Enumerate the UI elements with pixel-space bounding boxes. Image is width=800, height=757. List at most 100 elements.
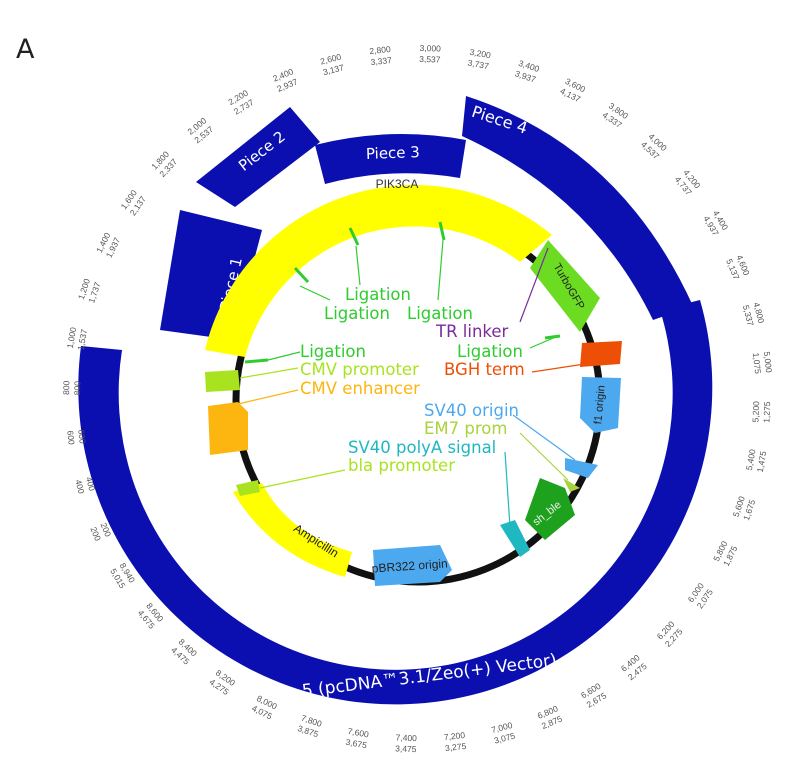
tick-label-primary: 2,800 xyxy=(369,44,391,56)
label-ligation-a: Ligation xyxy=(345,285,411,304)
tick-label-primary: 7,400 xyxy=(395,732,417,743)
tick-label-secondary: 600 xyxy=(65,430,77,445)
leader-bla xyxy=(259,469,346,489)
feature-bgh-term xyxy=(580,341,622,367)
tick-label-secondary: 3,737 xyxy=(467,58,490,72)
feature-pbr322 xyxy=(373,545,452,586)
leader-bgh xyxy=(531,361,599,373)
tick-label-primary: 400 xyxy=(84,476,97,492)
feature-sh-ble xyxy=(525,478,575,540)
annotation-labels: Ligation Ligation Ligation TR linker Lig… xyxy=(300,285,525,475)
leader-cmv-enhancer xyxy=(237,389,299,405)
label-ligation-d: Ligation xyxy=(300,342,366,361)
tick-label-primary: 5,400 xyxy=(744,448,758,471)
label-ligation-b: Ligation xyxy=(324,304,390,323)
features: PIK3CA TurboGFP f1 origin sh_ble pBR322 … xyxy=(205,177,622,586)
leader-cmv-promoter xyxy=(239,367,299,379)
ligation-mark xyxy=(348,227,360,246)
tick-label-primary: 5,000 xyxy=(762,351,774,373)
feature-cmv-enhancer xyxy=(208,402,248,455)
leader-lines xyxy=(237,239,599,528)
tick-label-primary: 600 xyxy=(76,429,88,444)
tick-label-secondary: 1,475 xyxy=(755,450,769,473)
tick-label-secondary: 1,275 xyxy=(761,401,772,423)
feature-pik3ca-label: PIK3CA xyxy=(376,177,419,191)
feature-cmv-promoter xyxy=(205,370,240,392)
label-tr-linker: TR linker xyxy=(435,322,509,341)
tick-label-primary: 3,000 xyxy=(419,43,441,54)
leader-ligation-3 xyxy=(437,239,444,301)
feature-em7 xyxy=(563,478,580,492)
leader-ligation-cmv xyxy=(267,351,301,361)
tick-label-secondary: 1,075 xyxy=(751,352,763,374)
tick-label-primary: 7,600 xyxy=(347,726,370,740)
leader-ligation-right xyxy=(529,335,559,349)
label-bgh-term: BGH term xyxy=(444,360,525,379)
panel-label: A xyxy=(16,34,35,65)
feature-ampicillin xyxy=(233,483,352,577)
ligation-mark xyxy=(293,266,310,284)
piece-3-band xyxy=(315,134,466,184)
tick-label-primary: 7,200 xyxy=(443,730,465,742)
tick-label-primary: 800 xyxy=(61,380,71,395)
ligation-mark xyxy=(244,358,269,364)
feature-f1-origin xyxy=(580,377,621,433)
leader-sv40-origin xyxy=(512,414,576,461)
feature-sv40-origin xyxy=(565,458,598,478)
feature-turbogfp xyxy=(530,240,600,332)
label-cmv-enhancer: CMV enhancer xyxy=(300,379,420,398)
label-em7-prom: EM7 prom xyxy=(424,419,507,438)
tick-label-primary: 5,200 xyxy=(750,401,761,423)
tick-label-primary: 1,000 xyxy=(65,326,79,349)
leader-tr-linker xyxy=(519,247,549,323)
label-cmv-promoter: CMV promoter xyxy=(300,360,419,379)
tick-label-secondary: 1,537 xyxy=(76,328,90,351)
leader-em7 xyxy=(519,432,569,481)
tick-label-secondary: 400 xyxy=(73,478,86,494)
piece-4-band xyxy=(462,96,693,320)
feature-f1-origin-label: f1 origin xyxy=(592,385,607,425)
piece-2-band xyxy=(196,107,320,207)
tick-label-secondary: 3,537 xyxy=(419,54,441,65)
feature-pik3ca xyxy=(205,184,552,357)
piece-3-label: Piece 3 xyxy=(366,143,421,163)
tick-label-secondary: 3,337 xyxy=(370,55,392,67)
label-bla-promoter: bla promoter xyxy=(348,456,455,475)
feature-bla-promoter xyxy=(236,480,260,496)
